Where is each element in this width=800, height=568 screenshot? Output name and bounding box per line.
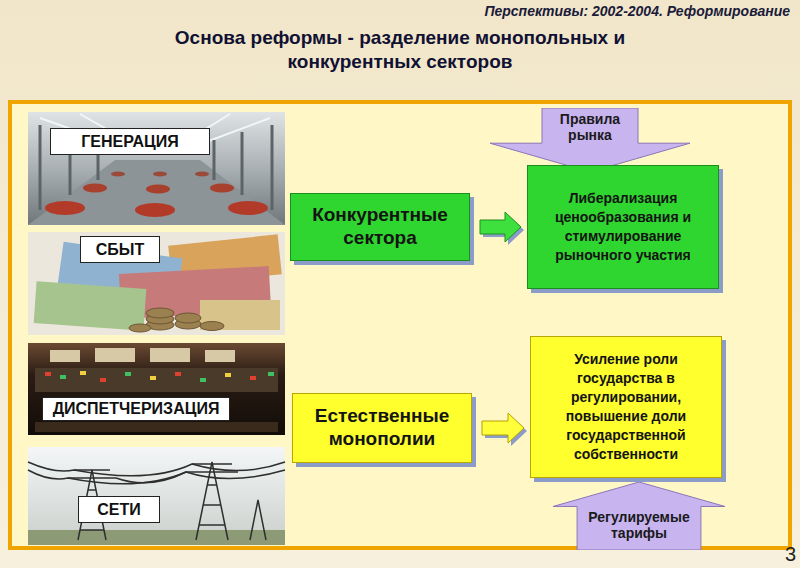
- block-arrow-connector: [482, 413, 527, 446]
- node-text-group: Естественные монополии: [303, 405, 461, 451]
- block-arrow-connector: [480, 212, 524, 245]
- page-number: 3: [785, 543, 796, 566]
- node-text-group: СЕТИ: [97, 501, 141, 519]
- node-text: Усиление роли государства в регулировани…: [541, 350, 711, 463]
- node-text-group: ДИСПЕТЧЕРИЗАЦИЯ: [53, 400, 220, 418]
- photo-label: СЕТИ: [78, 496, 160, 523]
- arrow-body: [482, 413, 524, 443]
- block-arrow-up: Регулируемые тарифы: [553, 482, 725, 550]
- dispatch-photo: [28, 343, 285, 435]
- node-text-group: Либерализация ценообразования и стимулир…: [538, 189, 708, 265]
- block-arrow-down: Правила рынка: [490, 108, 690, 172]
- photo-label: СБЫТ: [80, 236, 160, 263]
- arrow-text: Регулируемые тарифы: [577, 509, 701, 541]
- arrow-body: [480, 212, 521, 242]
- arrow-outline: [490, 108, 690, 172]
- sector-box: Конкурентные сектора: [290, 193, 470, 261]
- result-box: Усиление роли государства в регулировани…: [530, 336, 722, 478]
- node-text: СБЫТ: [96, 241, 145, 259]
- node-text: Естественные монополии: [303, 405, 461, 451]
- sector-box: Естественные монополии: [292, 393, 472, 463]
- result-box: Либерализация ценообразования и стимулир…: [527, 165, 719, 289]
- photo-label: ГЕНЕРАЦИЯ: [50, 128, 210, 155]
- node-text: ДИСПЕТЧЕРИЗАЦИЯ: [53, 400, 220, 418]
- slide-title: Основа реформы - разделение монопольных …: [140, 26, 660, 74]
- money-photo: [28, 232, 285, 335]
- section-header: Перспективы: 2002-2004. Реформирование: [484, 3, 790, 19]
- node-text: Конкурентные сектора: [301, 204, 459, 250]
- node-text: ГЕНЕРАЦИЯ: [81, 133, 178, 151]
- node-text-group: Усиление роли государства в регулировани…: [541, 350, 711, 463]
- node-text-group: Конкурентные сектора: [301, 204, 459, 250]
- photo-label: ДИСПЕТЧЕРИЗАЦИЯ: [42, 397, 230, 421]
- node-text: Либерализация ценообразования и стимулир…: [538, 189, 708, 265]
- node-text-group: ГЕНЕРАЦИЯ: [81, 133, 178, 151]
- power-lines-photo: [28, 447, 285, 545]
- arrow-text: Правила рынка: [542, 111, 638, 143]
- node-text-group: СБЫТ: [96, 241, 145, 259]
- node-text: СЕТИ: [97, 501, 141, 519]
- arrow-outline: [553, 482, 725, 550]
- generation-photo: [28, 112, 285, 225]
